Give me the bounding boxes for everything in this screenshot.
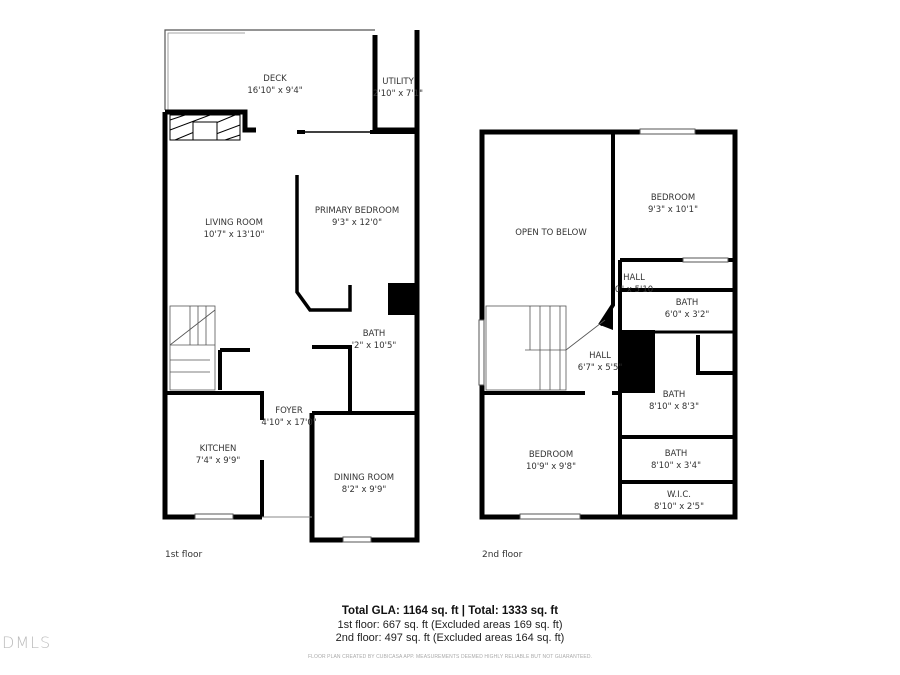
room-name: FOYER (275, 406, 303, 416)
floor-label-second: 2nd floor (482, 550, 523, 560)
room-size: 8'2" x 9'9" (341, 485, 387, 495)
second-floor-area: 2nd floor: 497 sq. ft (Excluded areas 16… (335, 632, 565, 644)
floor-label-first: 1st floor (165, 550, 203, 560)
disclaimer: FLOOR PLAN CREATED BY CUBICASA APP. MEAS… (307, 654, 593, 660)
room-size: 6'0" x 3'2" (664, 310, 710, 320)
room-bath: BATH 6'0" x 3'2" (665, 297, 710, 321)
room-name: BATH (675, 298, 699, 308)
room-name: DINING ROOM (333, 473, 395, 483)
fireplace (169, 114, 241, 141)
room-bedroom: BEDROOM 10'9" x 9'8" (526, 449, 576, 473)
room-size: 0" x 5'10 (614, 285, 654, 295)
first-floor-area: 1st floor: 667 sq. ft (Excluded areas 16… (337, 619, 563, 631)
room-size: 8'10" x 2'5" (654, 502, 704, 512)
room-size: 9'3" x 10'1" (648, 205, 698, 215)
room-name: PRIMARY BEDROOM (314, 206, 400, 216)
room-hall: HALL 0" x 5'10 (615, 272, 653, 296)
room-wic: W.I.C. 8'10" x 2'5" (654, 489, 704, 513)
column (388, 283, 415, 315)
room-size: 10'7" x 13'10" (203, 230, 265, 240)
room-size: 8'10" x 3'4" (651, 461, 701, 471)
room-living-room: LIVING ROOM 10'7" x 13'10" (204, 217, 265, 241)
windows (478, 128, 729, 520)
logo-watermark: DMLS (2, 633, 52, 652)
second-floor-walls (479, 129, 738, 520)
room-name: HALL (623, 273, 645, 283)
room-name: OPEN TO BELOW (515, 228, 587, 238)
room-name: W.I.C. (667, 490, 691, 500)
room-name: LIVING ROOM (205, 218, 263, 228)
room-name: BEDROOM (528, 450, 574, 460)
room-foyer: FOYER 4'10" x 17'0" (261, 405, 316, 429)
room-name: UTILITY (382, 77, 414, 87)
room-name: BATH (662, 390, 686, 400)
wall-block (620, 330, 655, 393)
room-size: 8'10" x 8'3" (649, 402, 699, 412)
room-size: 6'7" x 5'5" (577, 363, 623, 373)
room-name: HALL (589, 351, 611, 361)
stairs-second-floor (485, 305, 606, 391)
room-size: 9'3" x 12'0" (332, 218, 382, 228)
room-kitchen: KITCHEN 7'4" x 9'9" (196, 443, 241, 467)
room-size: 7'4" x 9'9" (195, 456, 241, 466)
room-bath: BATH 8'10" x 8'3" (649, 389, 699, 413)
room-hall: HALL 6'7" x 5'5" (578, 350, 623, 374)
room-name: BATH (664, 449, 688, 459)
room-bath: BATH '2" x 10'5" (352, 328, 397, 352)
room-size: 16'10" x 9'4" (247, 86, 303, 96)
room-bedroom: BEDROOM 9'3" x 10'1" (648, 192, 698, 216)
room-size: 2'10" x 7'1" (373, 89, 423, 99)
room-open-to-below: OPEN TO BELOW (515, 227, 587, 239)
room-name: KITCHEN (199, 444, 237, 454)
room-primary-bedroom: PRIMARY BEDROOM 9'3" x 12'0" (315, 205, 399, 229)
total-area: Total GLA: 1164 sq. ft | Total: 1333 sq.… (341, 605, 559, 617)
room-bath: BATH 8'10" x 3'4" (651, 448, 701, 472)
windows (194, 513, 372, 543)
room-name: BATH (362, 329, 386, 339)
room-size: 4'10" x 17'0" (261, 418, 317, 428)
room-name: DECK (263, 74, 287, 84)
room-utility: UTILITY 2'10" x 7'1" (373, 76, 423, 100)
room-dining-room: DINING ROOM 8'2" x 9'9" (334, 472, 394, 496)
stairs-first-floor (169, 305, 216, 391)
room-deck: DECK 16'10" x 9'4" (247, 73, 302, 97)
room-size: '2" x 10'5" (351, 341, 397, 351)
wall-block (600, 305, 613, 330)
room-name: BEDROOM (650, 193, 696, 203)
room-size: 10'9" x 9'8" (526, 462, 576, 472)
